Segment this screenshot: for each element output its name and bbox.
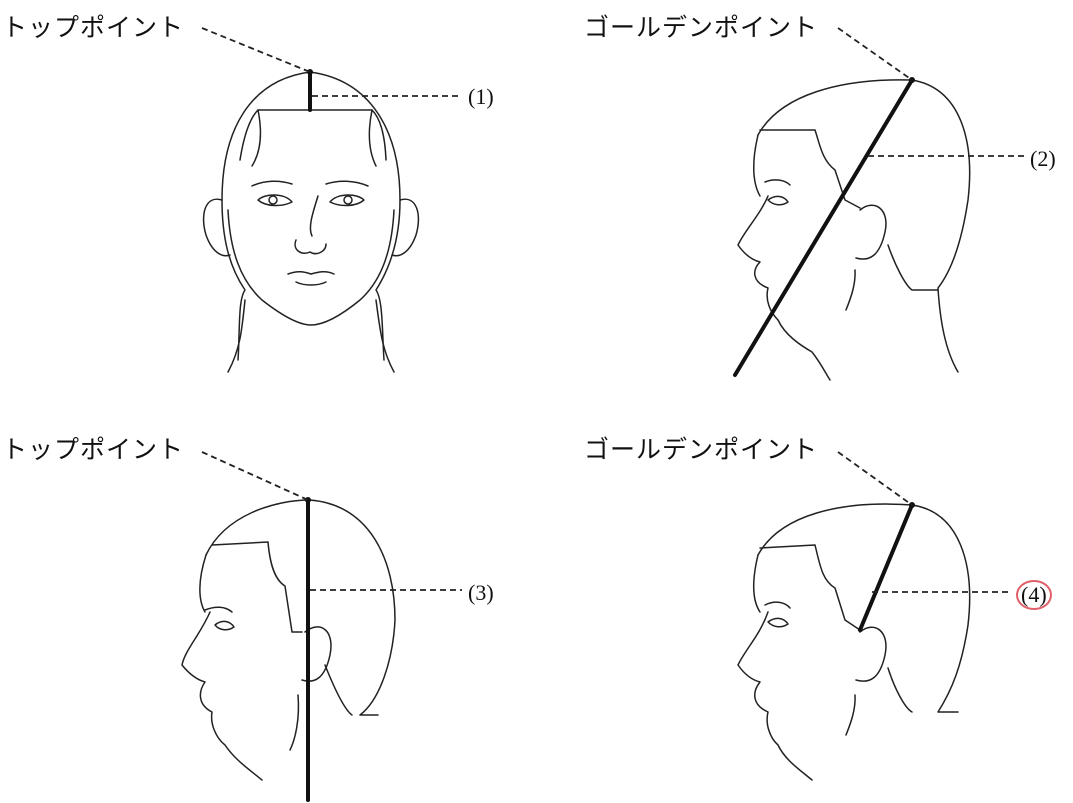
side-head-top-drawing xyxy=(182,452,462,800)
side-head-golden-drawing xyxy=(735,28,1026,380)
side-head-golden-short-drawing xyxy=(738,452,1012,780)
front-head-drawing xyxy=(202,28,462,372)
